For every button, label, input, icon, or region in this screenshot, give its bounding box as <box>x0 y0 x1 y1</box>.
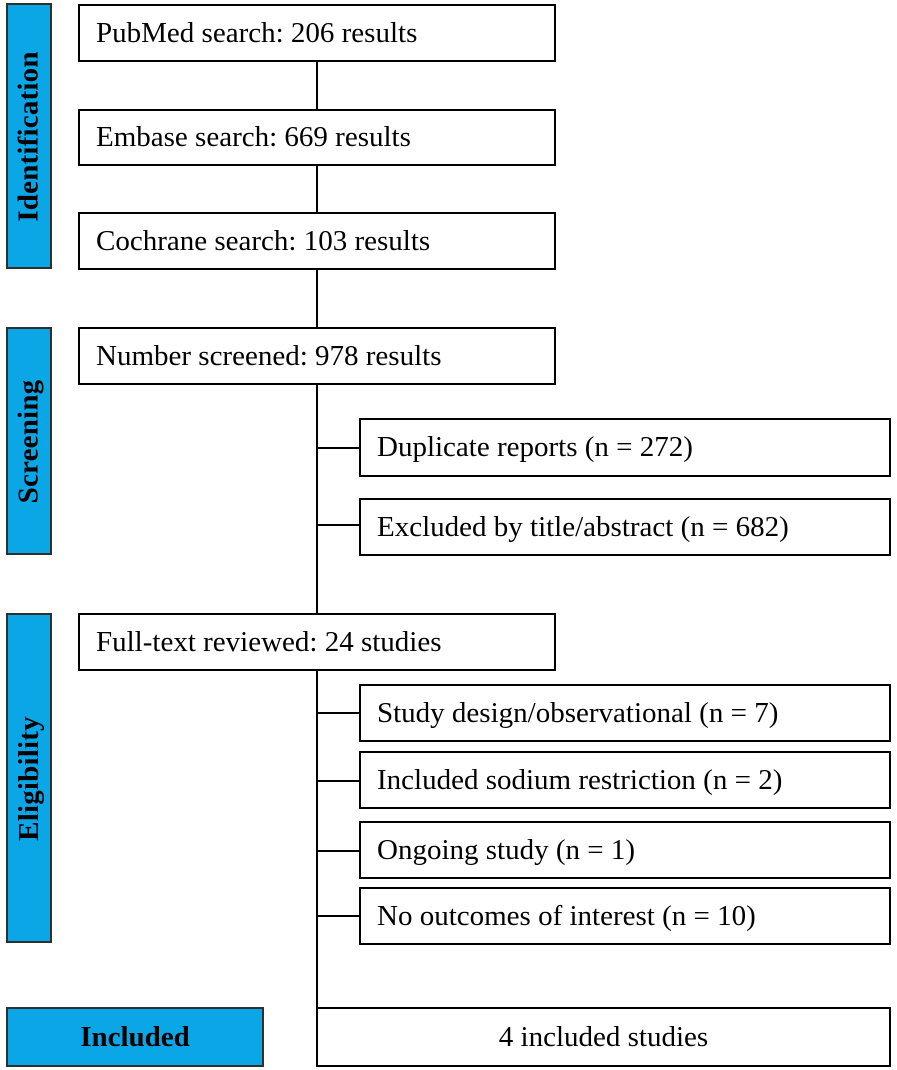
sodium-restriction-text: Included sodium restriction (n = 2) <box>377 763 783 796</box>
cochrane-search-text: Cochrane search: 103 results <box>96 224 431 257</box>
excluded-title-abstract-box: Excluded by title/abstract (n = 682) <box>359 498 891 556</box>
cochrane-search-box: Cochrane search: 103 results <box>78 212 556 270</box>
ongoing-study-text: Ongoing study (n = 1) <box>377 833 636 866</box>
phase-eligibility-label: Eligibility <box>12 715 45 841</box>
phase-included-label: Included <box>80 1020 190 1053</box>
pubmed-search-text: PubMed search: 206 results <box>96 16 418 49</box>
embase-search-box: Embase search: 669 results <box>78 109 556 166</box>
ongoing-study-box: Ongoing study (n = 1) <box>359 821 891 879</box>
no-outcomes-text: No outcomes of interest (n = 10) <box>377 899 756 932</box>
included-studies-text: 4 included studies <box>498 1020 709 1053</box>
phase-screening: Screening <box>6 327 52 555</box>
screened-text: Number screened: 978 results <box>96 339 442 372</box>
duplicate-reports-box: Duplicate reports (n = 272) <box>359 418 891 477</box>
duplicate-reports-text: Duplicate reports (n = 272) <box>377 431 693 463</box>
pubmed-search-box: PubMed search: 206 results <box>78 4 556 62</box>
included-studies-box: 4 included studies <box>316 1007 891 1067</box>
sodium-restriction-box: Included sodium restriction (n = 2) <box>359 751 891 809</box>
phase-included: Included <box>6 1007 264 1067</box>
embase-search-text: Embase search: 669 results <box>96 121 411 153</box>
no-outcomes-box: No outcomes of interest (n = 10) <box>359 887 891 945</box>
study-design-box: Study design/observational (n = 7) <box>359 684 891 742</box>
phase-screening-label: Screening <box>12 379 45 503</box>
excluded-title-abstract-text: Excluded by title/abstract (n = 682) <box>377 510 789 543</box>
study-design-text: Study design/observational (n = 7) <box>377 696 779 729</box>
full-text-reviewed-text: Full-text reviewed: 24 studies <box>96 625 442 658</box>
full-text-reviewed-box: Full-text reviewed: 24 studies <box>78 613 556 671</box>
phase-identification: Identification <box>6 3 52 269</box>
phase-eligibility: Eligibility <box>6 613 52 943</box>
phase-identification-label: Identification <box>12 50 45 222</box>
screened-box: Number screened: 978 results <box>78 327 556 385</box>
